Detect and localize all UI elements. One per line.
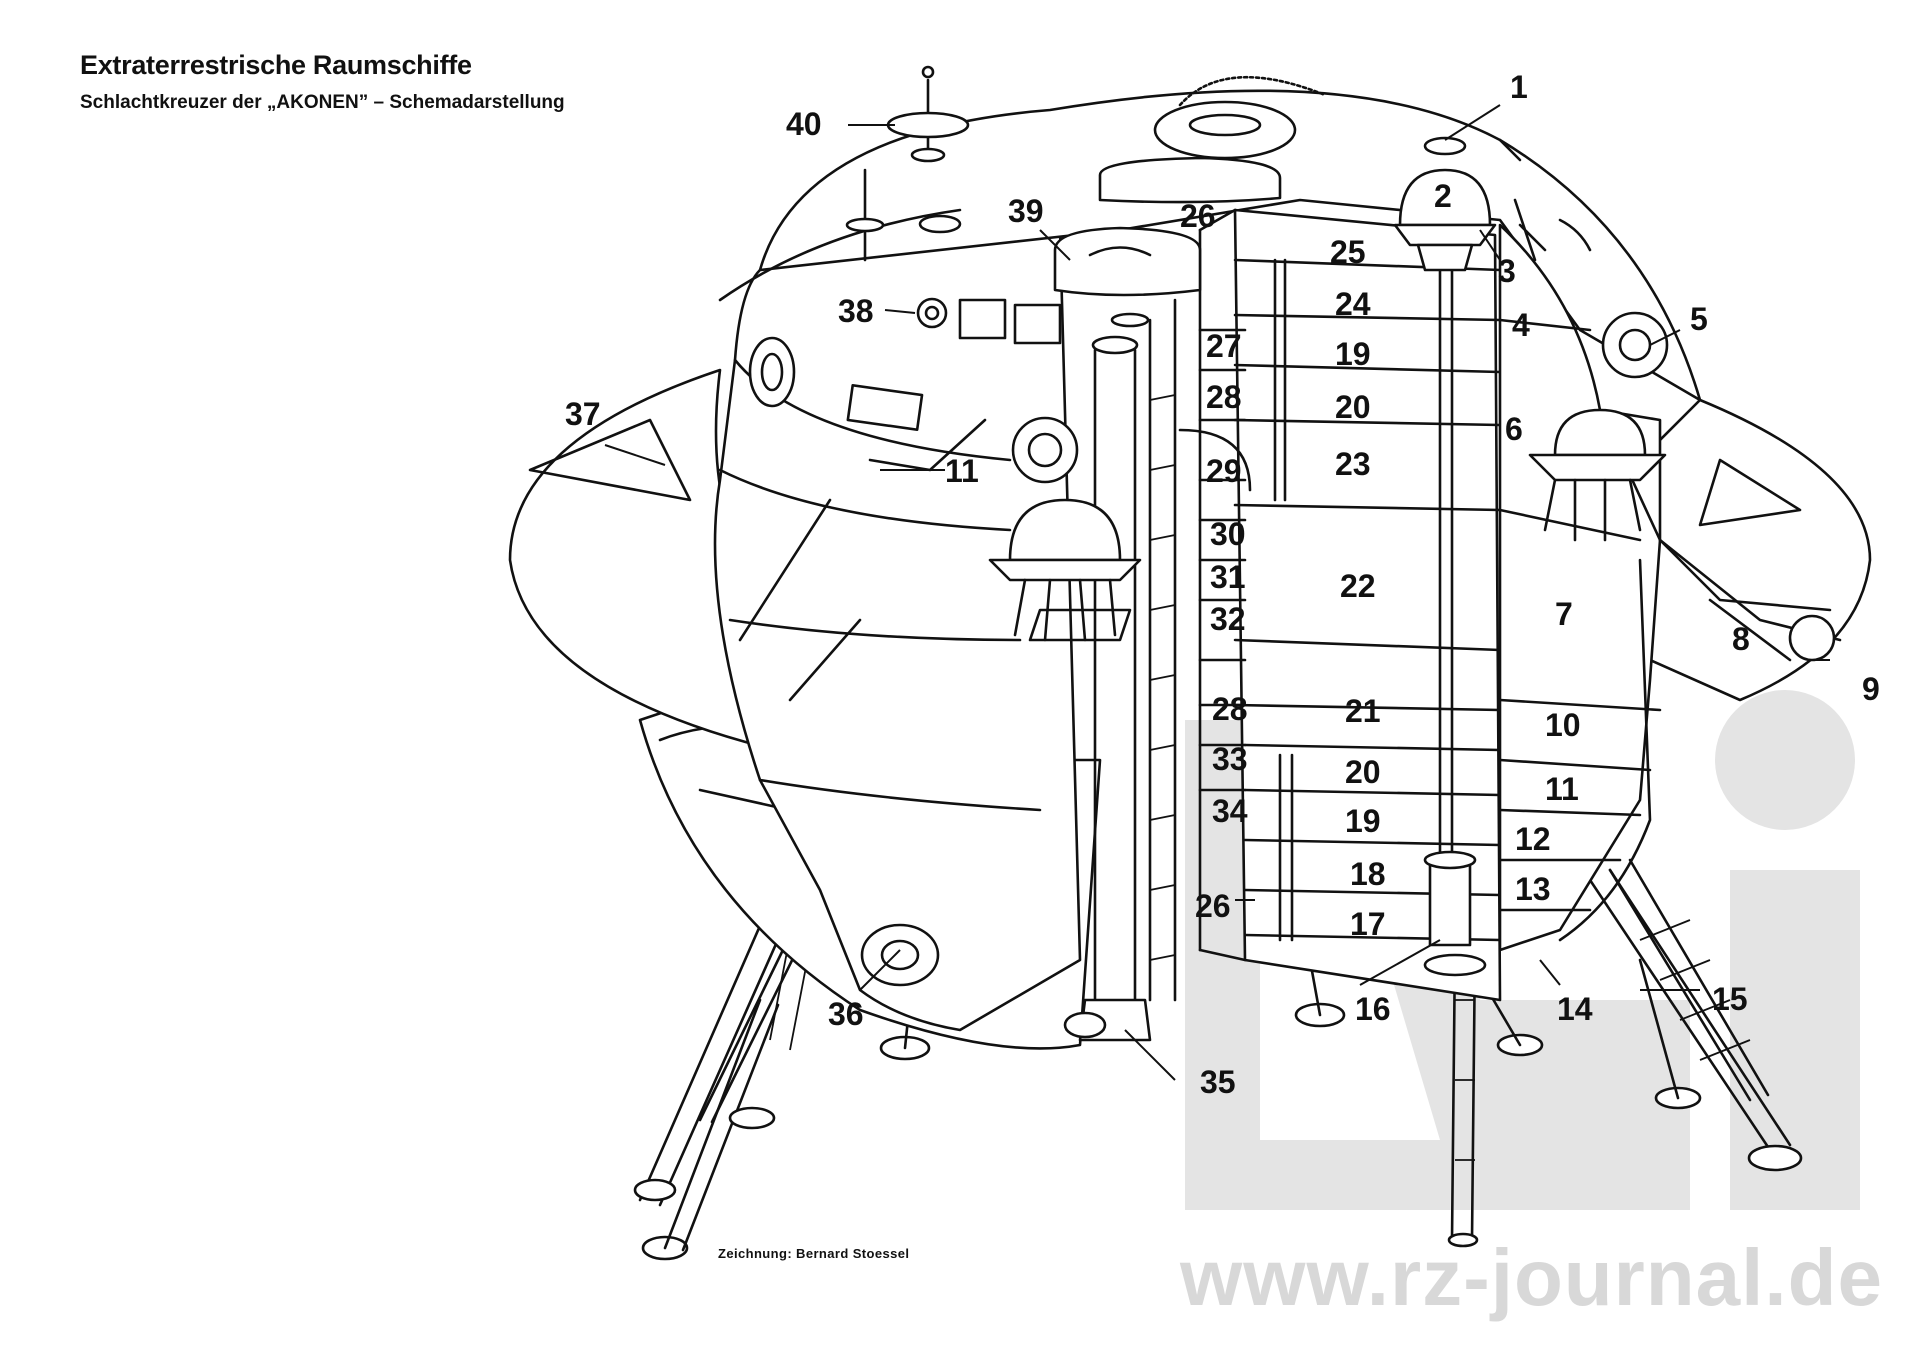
label-12: 12: [1515, 821, 1551, 857]
drawing-credit: Zeichnung: Bernard Stoessel: [718, 1246, 910, 1261]
label-6: 6: [1505, 411, 1523, 447]
label-7: 7: [1555, 596, 1573, 632]
label-19b: 19: [1345, 803, 1381, 839]
label-26a: 26: [1180, 198, 1216, 234]
label-36: 36: [828, 996, 864, 1032]
label-5: 5: [1690, 301, 1708, 337]
label-38: 38: [838, 293, 874, 329]
upper-dome: [718, 75, 1702, 402]
label-19a: 19: [1335, 336, 1371, 372]
landing-pods: [748, 65, 1669, 987]
label-16: 16: [1355, 991, 1391, 1027]
label-14: 14: [1557, 991, 1593, 1027]
label-11b: 11: [1545, 771, 1579, 807]
label-13: 13: [1515, 871, 1551, 907]
part-number-labels: 1 2 3 4 5 6 7 8 9 10 11 11 12 13 14 15 1…: [565, 69, 1880, 1100]
label-4: 4: [1512, 307, 1530, 343]
label-28b: 28: [1212, 691, 1248, 727]
label-17: 17: [1350, 906, 1386, 942]
label-31: 31: [1210, 559, 1246, 595]
label-8: 8: [1732, 621, 1750, 657]
label-11a: 11: [945, 453, 979, 489]
label-33: 33: [1212, 741, 1248, 777]
diagram-title: Extraterrestrische Raumschiffe: [80, 50, 472, 80]
diagram-subtitle: Schlachtkreuzer der „AKONEN” – Schemadar…: [80, 92, 565, 113]
label-27: 27: [1206, 328, 1242, 364]
label-24: 24: [1335, 286, 1371, 322]
label-40: 40: [786, 106, 822, 142]
core-cutaway: [1053, 156, 1842, 1042]
leader-lines: [604, 104, 1830, 1081]
label-25: 25: [1330, 234, 1366, 270]
label-9: 9: [1862, 671, 1880, 707]
label-22: 22: [1340, 568, 1376, 604]
label-18: 18: [1350, 856, 1386, 892]
watermark-text: www.rz-journal.de: [1180, 1233, 1883, 1322]
label-2: 2: [1434, 178, 1452, 214]
label-21: 21: [1345, 693, 1381, 729]
label-28a: 28: [1206, 379, 1242, 415]
label-30: 30: [1210, 516, 1246, 552]
label-20a: 20: [1335, 389, 1371, 425]
label-39: 39: [1008, 193, 1044, 229]
label-15: 15: [1712, 981, 1748, 1017]
label-10: 10: [1545, 707, 1581, 743]
label-3: 3: [1498, 253, 1516, 289]
label-29: 29: [1206, 453, 1242, 489]
label-26b: 26: [1195, 888, 1231, 924]
label-1: 1: [1510, 69, 1528, 105]
label-23: 23: [1335, 446, 1371, 482]
label-20b: 20: [1345, 754, 1381, 790]
label-34: 34: [1212, 793, 1248, 829]
label-37: 37: [565, 396, 601, 432]
label-32: 32: [1210, 601, 1246, 637]
label-35: 35: [1200, 1064, 1236, 1100]
